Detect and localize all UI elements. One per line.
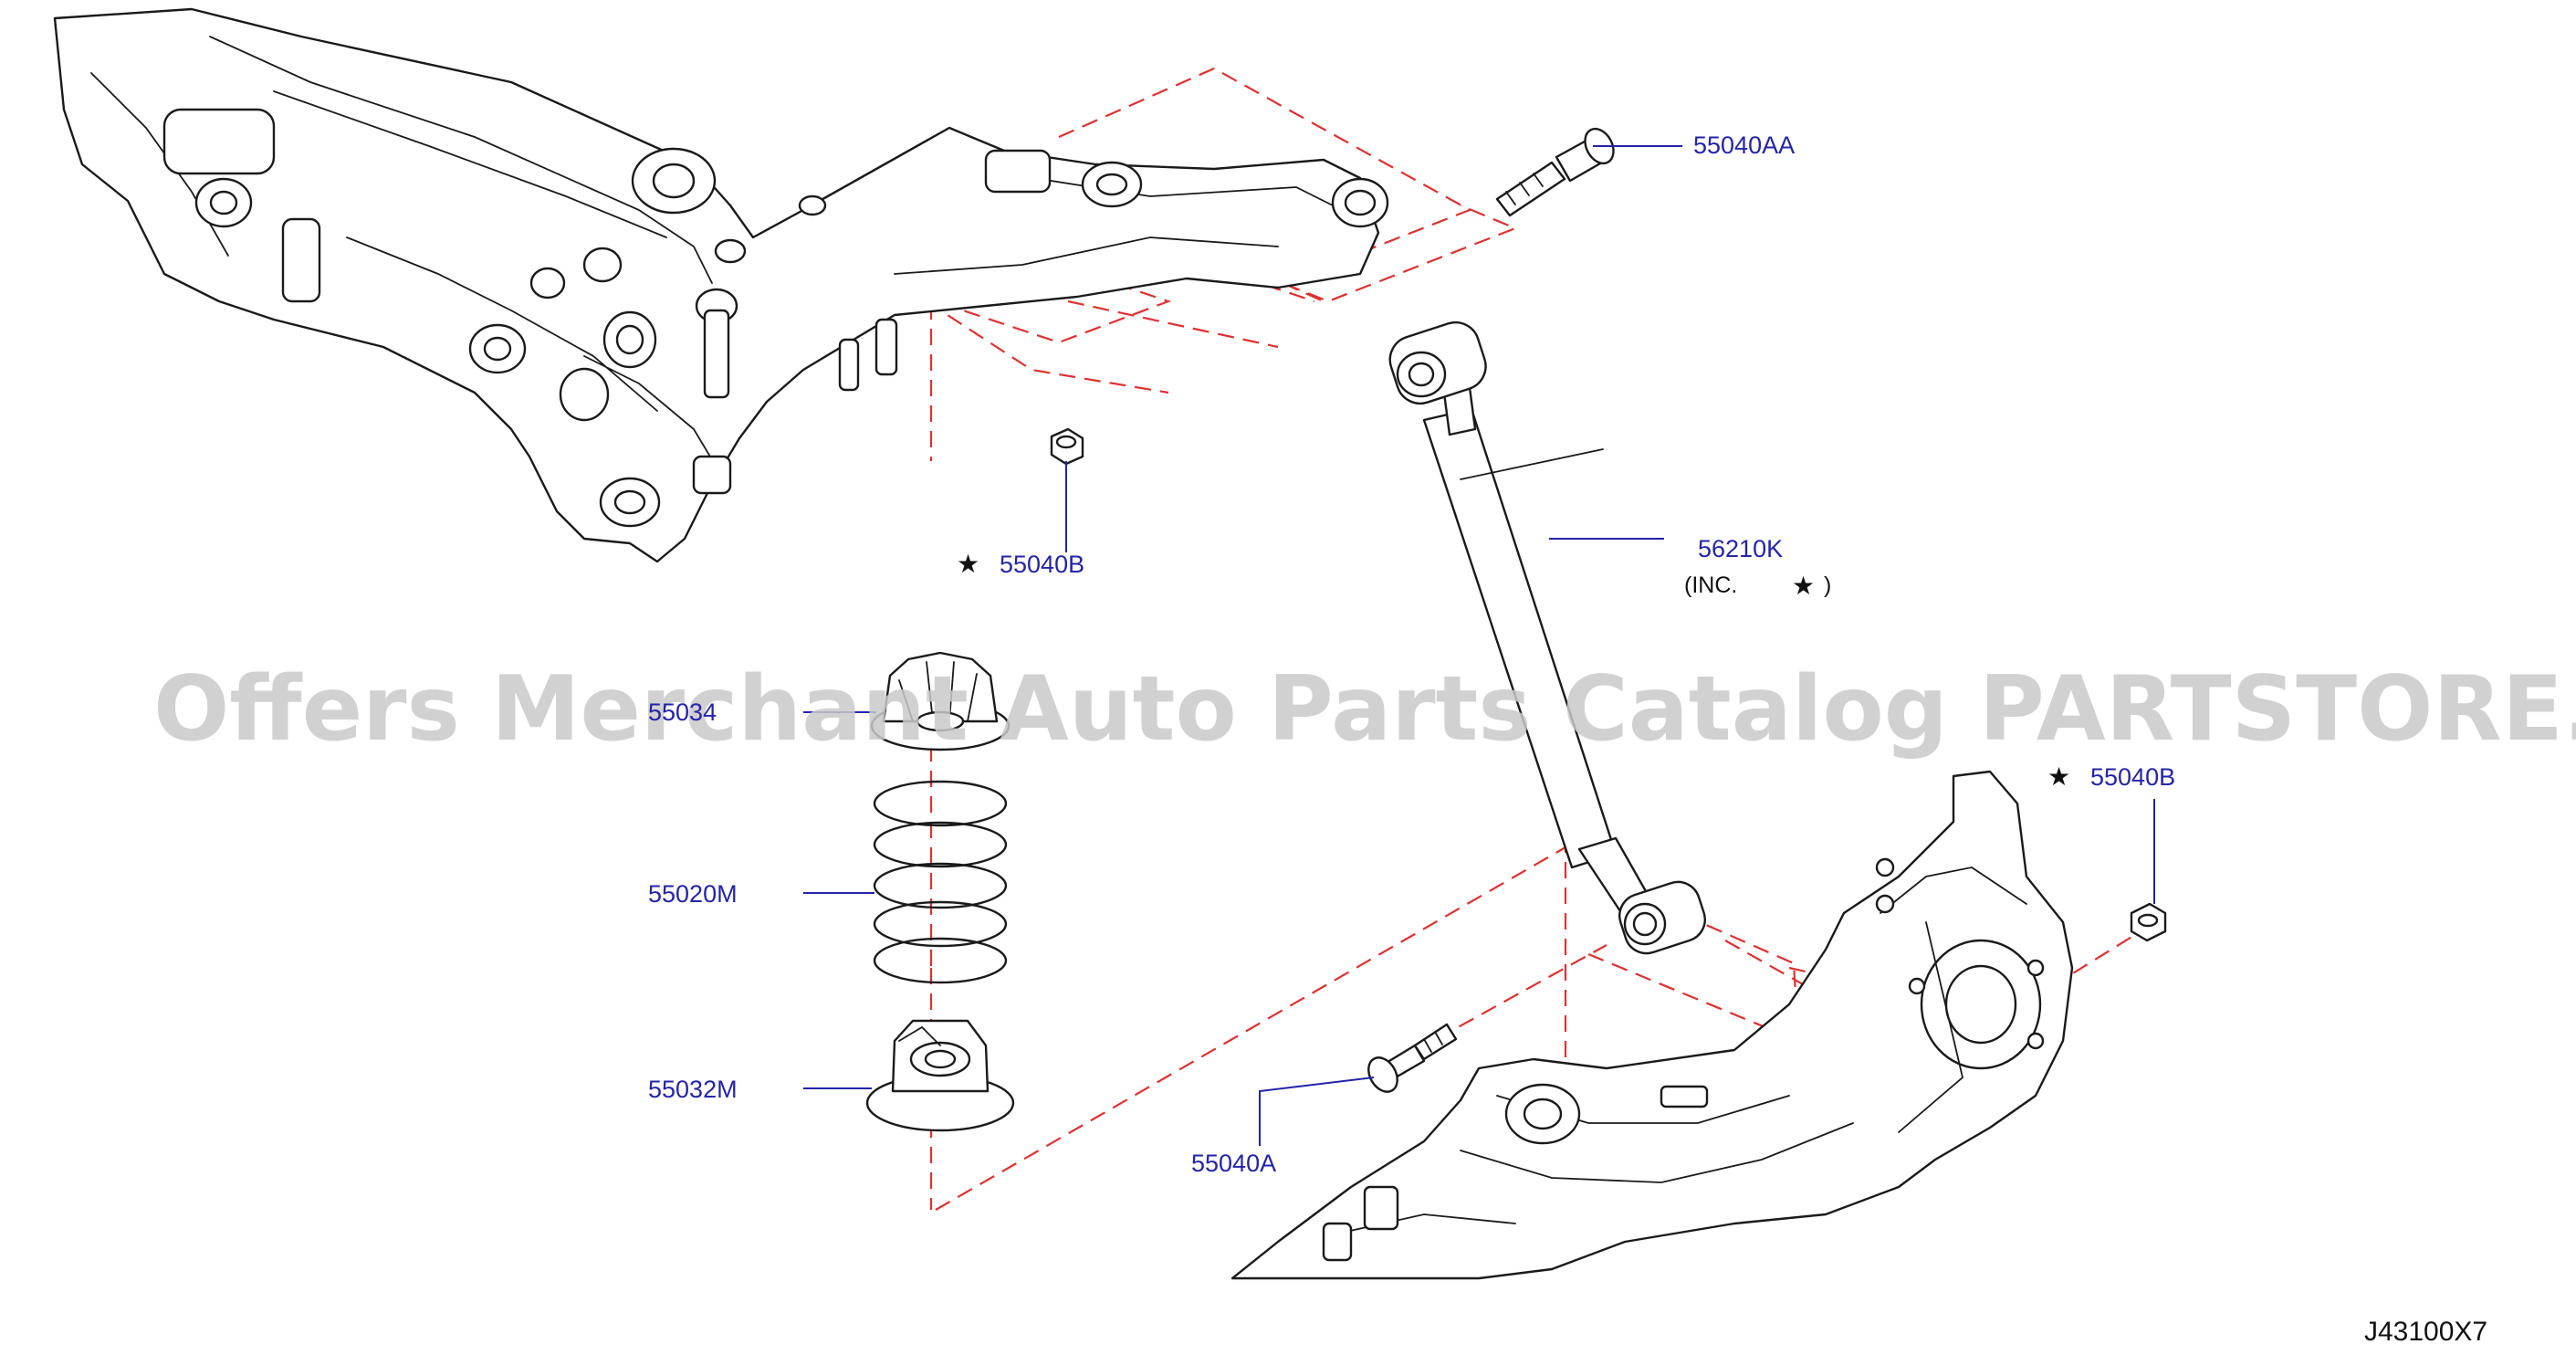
coil-spring <box>873 780 1008 984</box>
shock-note-prefix: (INC. <box>1684 572 1737 598</box>
upper-bolt <box>1495 127 1615 217</box>
upper-nut <box>1050 427 1084 466</box>
label-bolt-upper[interactable]: 55040AA <box>1693 131 1795 159</box>
label-lower-spring-seat[interactable]: 55032M <box>648 1076 738 1103</box>
subframe <box>53 7 1389 563</box>
leader-lines <box>803 145 2155 1146</box>
label-coil-spring[interactable]: 55020M <box>648 880 738 908</box>
watermark: Offers Merchant Auto Parts Catalog PARTS… <box>153 657 2576 762</box>
lower-bolt <box>1367 1023 1458 1093</box>
shock-note-suffix: ) <box>1824 572 1831 598</box>
star-icon: ★ <box>957 549 979 579</box>
label-nut-upper[interactable]: 55040B <box>1000 551 1084 578</box>
star-icon: ★ <box>2047 762 2070 792</box>
lower-spring-seat <box>865 1019 1015 1132</box>
lower-nut <box>2130 902 2167 942</box>
upper-spring-seat <box>870 651 1011 751</box>
shock-absorber <box>1388 320 1706 955</box>
label-upper-spring-seat[interactable]: 55034 <box>648 699 717 726</box>
label-bolt-lower[interactable]: 55040A <box>1191 1150 1276 1177</box>
diagram-code: J43100X7 <box>2364 1317 2487 1347</box>
label-nut-lower[interactable]: 55040B <box>2090 763 2175 791</box>
label-shock-absorber[interactable]: 56210K <box>1698 535 1783 562</box>
knuckle-and-lower-arm <box>1230 770 2074 1280</box>
star-icon: ★ <box>1792 571 1815 601</box>
